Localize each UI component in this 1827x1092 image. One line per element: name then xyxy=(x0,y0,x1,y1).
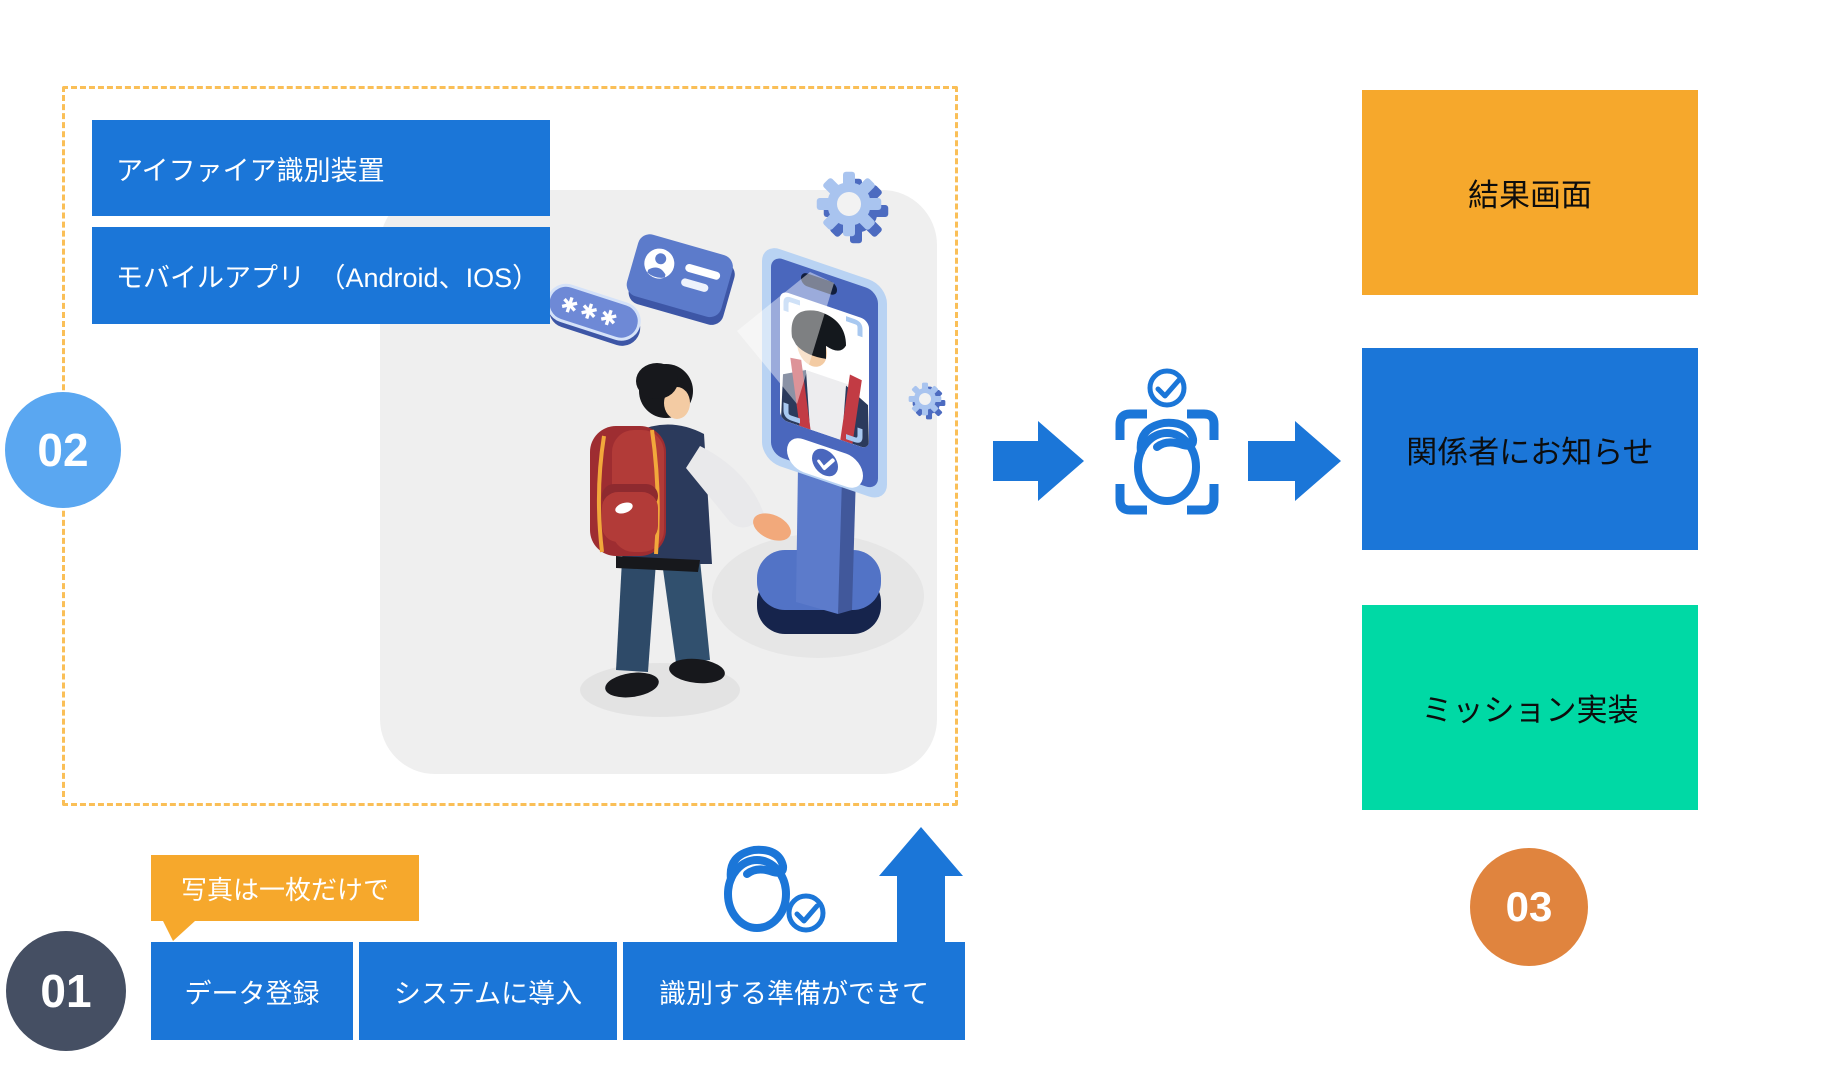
gear-icon xyxy=(816,171,889,244)
mobile-app-label-box: モバイルアプリ （Android、IOS） xyxy=(92,227,550,324)
kiosk-screen xyxy=(762,248,887,498)
data-registration-box: データ登録 xyxy=(151,942,353,1040)
notify-stakeholders-box: 関係者にお知らせ xyxy=(1362,348,1698,550)
step03-badge: 03 xyxy=(1470,848,1588,966)
arrow-right-icon xyxy=(1248,421,1341,501)
mobile-app-label: モバイルアプリ （Android、IOS） xyxy=(116,263,540,293)
person-illustration xyxy=(580,363,791,717)
mission-implementation-box: ミッション実装 xyxy=(1362,605,1698,810)
screen-check-icon xyxy=(812,448,838,477)
photo-tooltip: 写真は一枚だけで xyxy=(151,855,419,941)
face-check-icon xyxy=(724,845,826,933)
id-card-icon xyxy=(626,234,735,325)
ready-to-identify-label: 識別する準備ができて xyxy=(659,978,929,1009)
gear-small-icon xyxy=(908,382,946,420)
device-label: アイファイア識別装置 xyxy=(116,155,385,186)
ready-to-identify-box: 識別する準備ができて xyxy=(623,942,965,1040)
arrow-up-icon xyxy=(879,827,963,948)
result-screen-box: 結果画面 xyxy=(1362,90,1698,295)
face-scan-icon xyxy=(1115,409,1219,515)
device-label-box: アイファイア識別装置 xyxy=(92,120,550,216)
step02-number: 02 xyxy=(37,424,89,476)
camera-notch xyxy=(801,273,837,295)
photo-tooltip-label: 写真は一枚だけで xyxy=(180,874,389,905)
check-circle-icon xyxy=(1147,368,1187,408)
screen-scan-corners xyxy=(783,296,863,443)
data-registration-label: データ登録 xyxy=(184,978,320,1009)
notify-stakeholders-label: 関係者にお知らせ xyxy=(1406,434,1654,470)
mission-implementation-label: ミッション実装 xyxy=(1421,693,1639,728)
kiosk-illustration xyxy=(712,248,924,658)
step01-badge: 01 xyxy=(6,931,126,1051)
result-screen-label: 結果画面 xyxy=(1468,178,1592,213)
step03-number: 03 xyxy=(1505,883,1553,930)
camera-beam xyxy=(737,272,834,404)
system-install-label: システムに導入 xyxy=(393,978,583,1009)
arrow-right-icon xyxy=(993,421,1084,501)
step01-number: 01 xyxy=(40,965,92,1017)
system-install-box: システムに導入 xyxy=(359,942,617,1040)
step02-badge: 02 xyxy=(5,392,121,508)
